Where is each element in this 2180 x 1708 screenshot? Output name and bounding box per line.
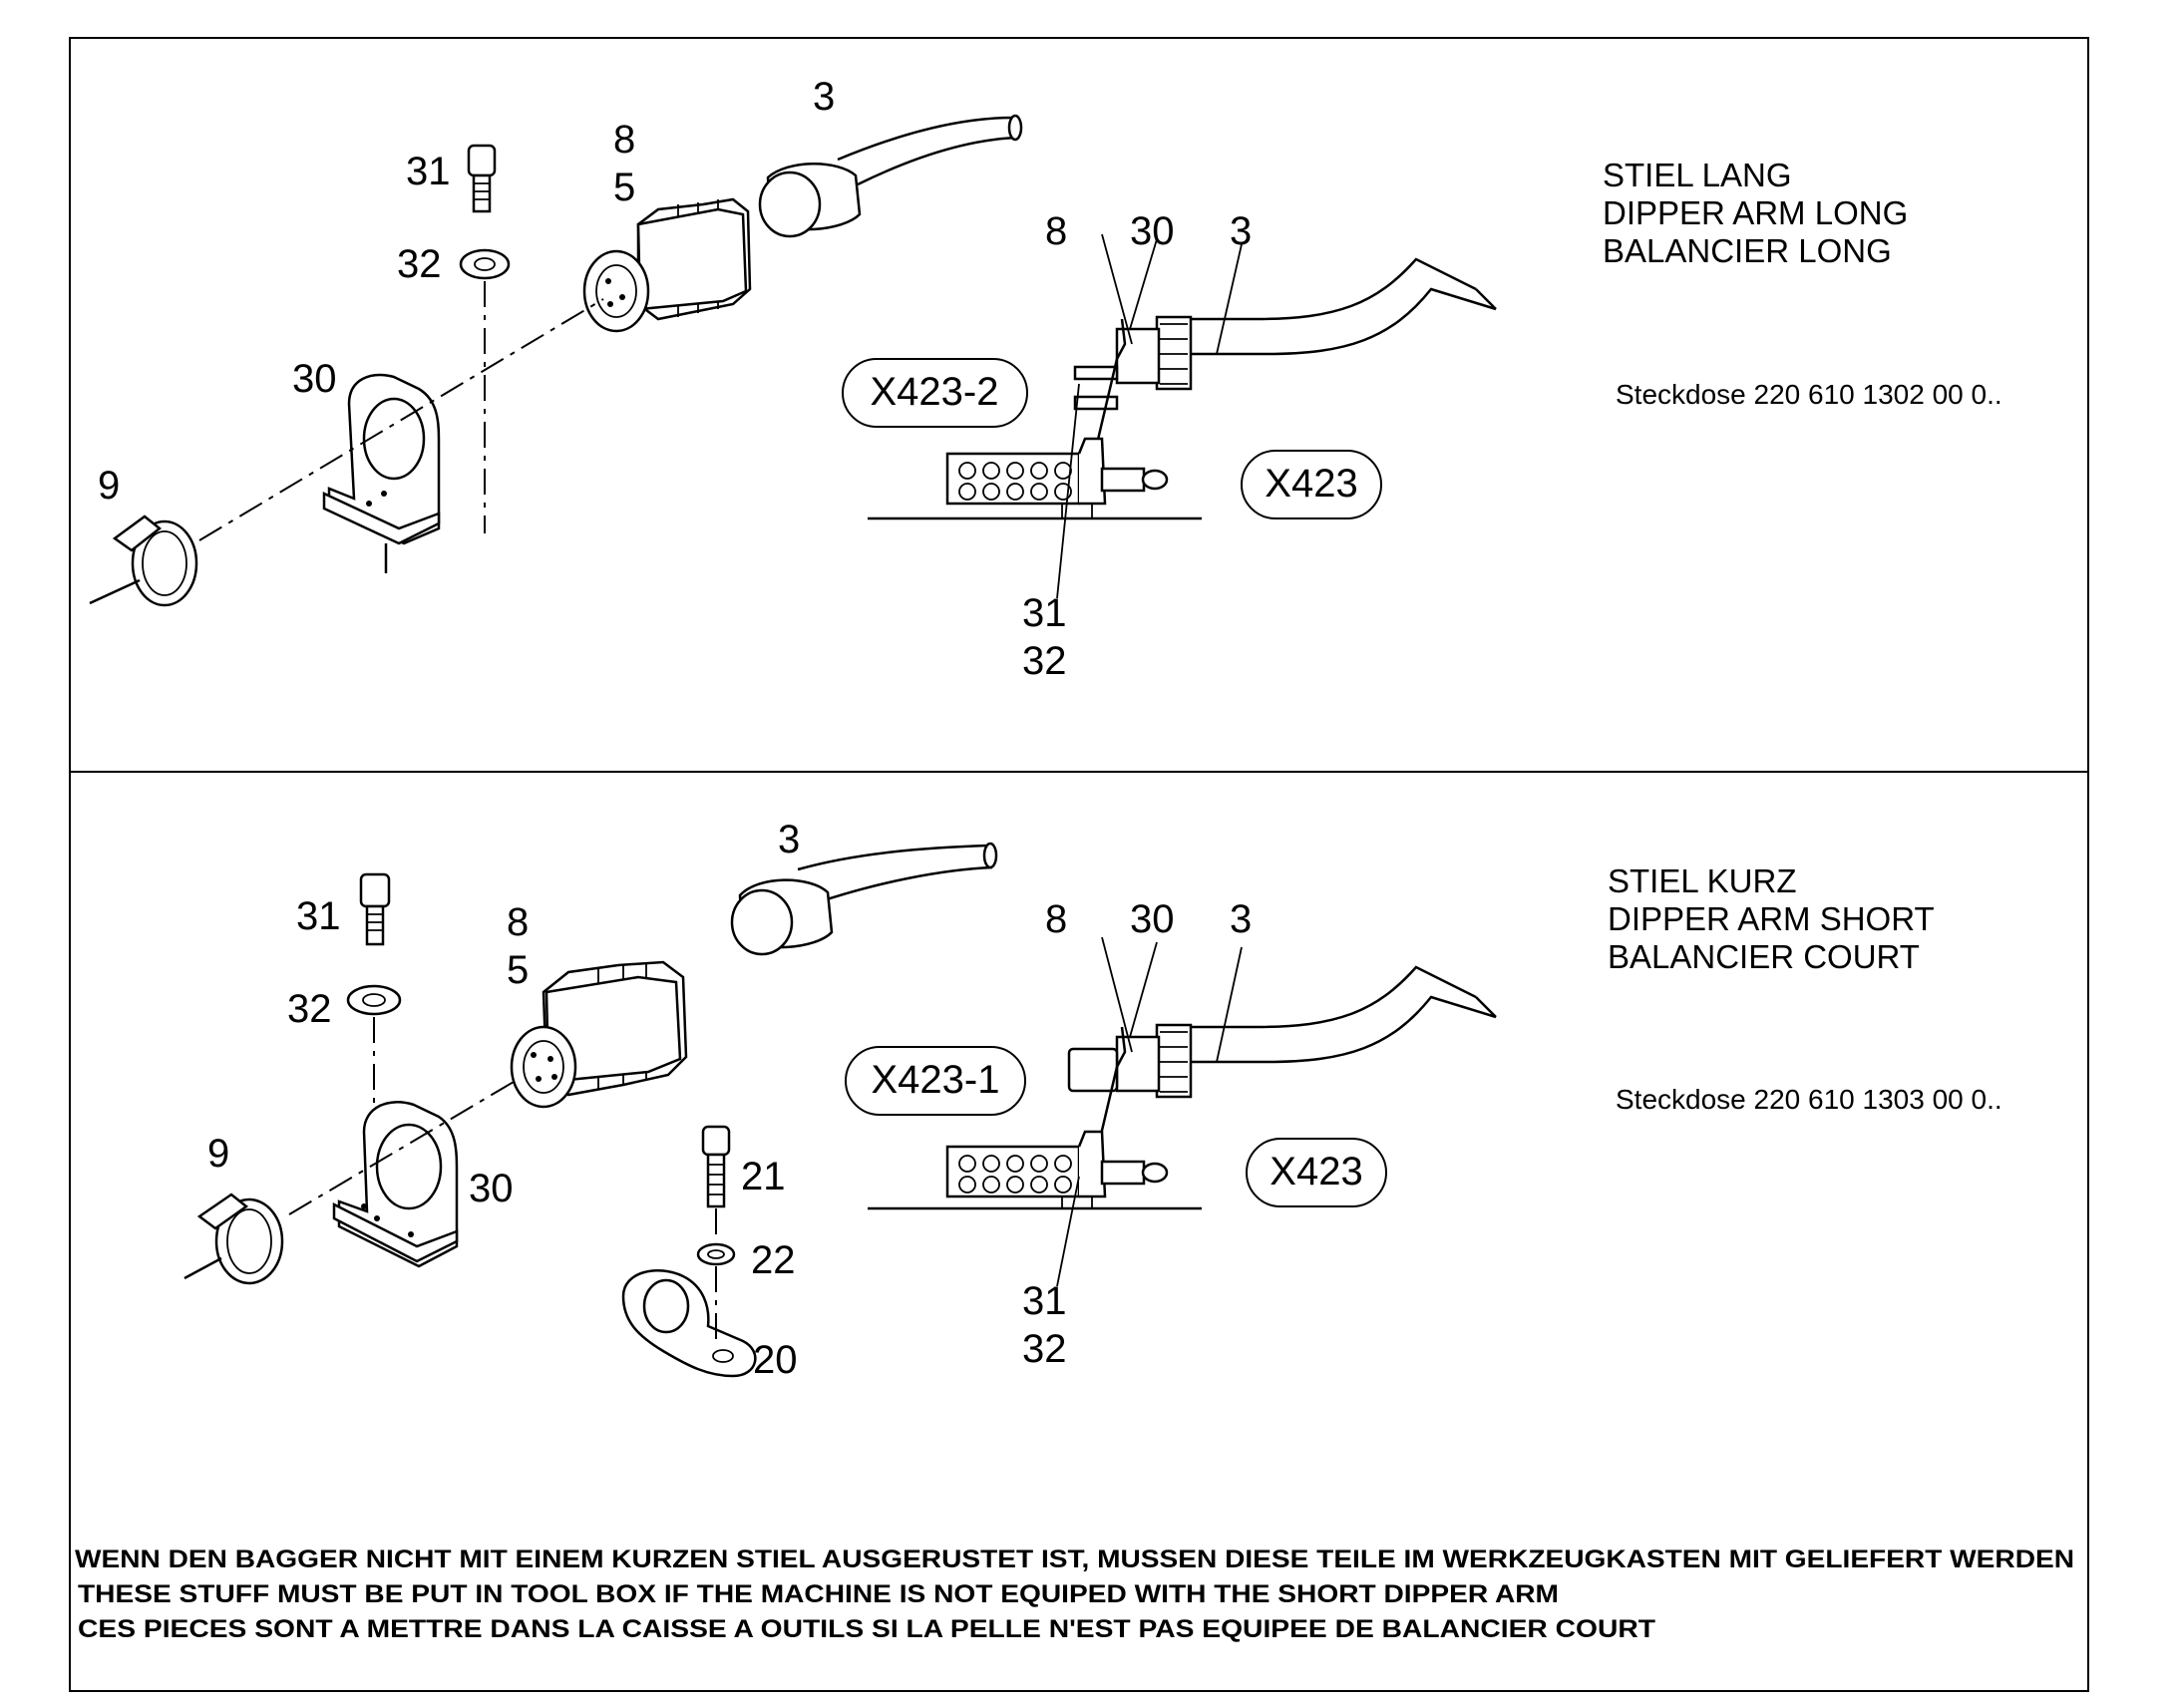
bolt-icon [701, 1125, 731, 1208]
junction-tag-frame [1246, 1138, 1387, 1207]
washer-icon [346, 984, 402, 1016]
label-bracket: 30 [469, 1167, 514, 1210]
panel-long: 3 8 5 31 32 30 9 8 30 3 31 32 X423-2 X42… [89, 75, 2002, 683]
label-detail-screw: 31 [1022, 591, 1067, 635]
label-screw: 31 [406, 150, 451, 193]
panel-short: 3 8 5 31 32 30 9 21 22 20 8 30 3 31 32 X… [183, 818, 2002, 1382]
bolt-washer-icon [696, 1242, 736, 1266]
panel-title-line-2: DIPPER ARM LONG [1603, 194, 1908, 231]
cable-icon [730, 842, 998, 956]
label-detail-cable: 3 [1230, 209, 1252, 253]
label-pipe-clip: 20 [753, 1338, 798, 1382]
label-detail-screw: 31 [1022, 1279, 1067, 1323]
label-washer: 32 [397, 242, 442, 286]
connector-tag: X423-1 [872, 1058, 1000, 1102]
socket-note: Steckdose 220 610 1303 00 0.. [1616, 1084, 2002, 1115]
label-clamp: 9 [98, 464, 120, 508]
label-detail-washer: 32 [1022, 639, 1067, 683]
panel-title-line-1: STIEL LANG [1603, 157, 1792, 193]
panel-title-line-2: DIPPER ARM SHORT [1608, 900, 1935, 937]
washer-icon [459, 248, 511, 280]
screw-icon [359, 872, 391, 946]
label-clamp: 9 [207, 1132, 229, 1176]
footer-note-fr: CES PIECES SONT A METTRE DANS LA CAISSE … [78, 1615, 1655, 1643]
panel-title-line-1: STIEL KURZ [1608, 862, 1796, 899]
panel-title-line-3: BALANCIER COURT [1608, 938, 1920, 975]
plug-connector-icon [582, 197, 752, 333]
pipe-clip-icon [621, 1269, 757, 1378]
bracket-icon [322, 373, 441, 573]
connector-tag-frame [845, 1046, 1026, 1116]
panel-title-line-3: BALANCIER LONG [1603, 232, 1892, 269]
label-detail-cable: 3 [1230, 897, 1252, 941]
footer-note-de: WENN DEN BAGGER NICHT MIT EINEM KURZEN S… [75, 1545, 2074, 1573]
label-detail-bracket: 30 [1130, 897, 1175, 941]
assembly-axis [288, 1081, 515, 1215]
label-connector-5: 5 [613, 166, 635, 209]
label-connector-5: 5 [507, 948, 529, 992]
junction-tag: X423 [1270, 1150, 1362, 1194]
socket-note: Steckdose 220 610 1302 00 0.. [1616, 379, 2002, 410]
detail-view-icon [868, 233, 1497, 599]
label-washer: 32 [287, 987, 332, 1031]
label-detail-bracket: 30 [1130, 209, 1175, 253]
hose-clamp-icon [89, 514, 198, 607]
junction-tag: X423 [1265, 462, 1357, 506]
label-cable: 3 [778, 818, 800, 861]
bracket-icon [332, 1101, 459, 1268]
detail-view-icon [868, 936, 1497, 1287]
label-detail-connector: 8 [1045, 897, 1067, 941]
cable-icon [758, 114, 1023, 238]
label-detail-washer: 32 [1022, 1327, 1067, 1371]
label-bolt-washer: 22 [751, 1238, 796, 1282]
label-cable: 3 [813, 75, 835, 119]
label-detail-connector: 8 [1045, 209, 1067, 253]
label-bolt: 21 [741, 1155, 786, 1198]
hose-clamp-icon [183, 1193, 284, 1285]
connector-tag: X423-2 [871, 370, 999, 414]
label-screw: 31 [296, 894, 341, 938]
connector-tag-frame [842, 358, 1028, 428]
label-bracket: 30 [292, 357, 337, 401]
label-connector-8: 8 [613, 118, 635, 162]
footer-note-en: THESE STUFF MUST BE PUT IN TOOL BOX IF T… [78, 1580, 1559, 1608]
screw-icon [467, 144, 497, 213]
label-connector-8: 8 [507, 900, 529, 944]
outer-frame [69, 37, 2089, 1692]
plug-connector-icon [510, 960, 688, 1109]
assembly-axis [198, 298, 604, 541]
junction-tag-frame [1241, 450, 1382, 519]
